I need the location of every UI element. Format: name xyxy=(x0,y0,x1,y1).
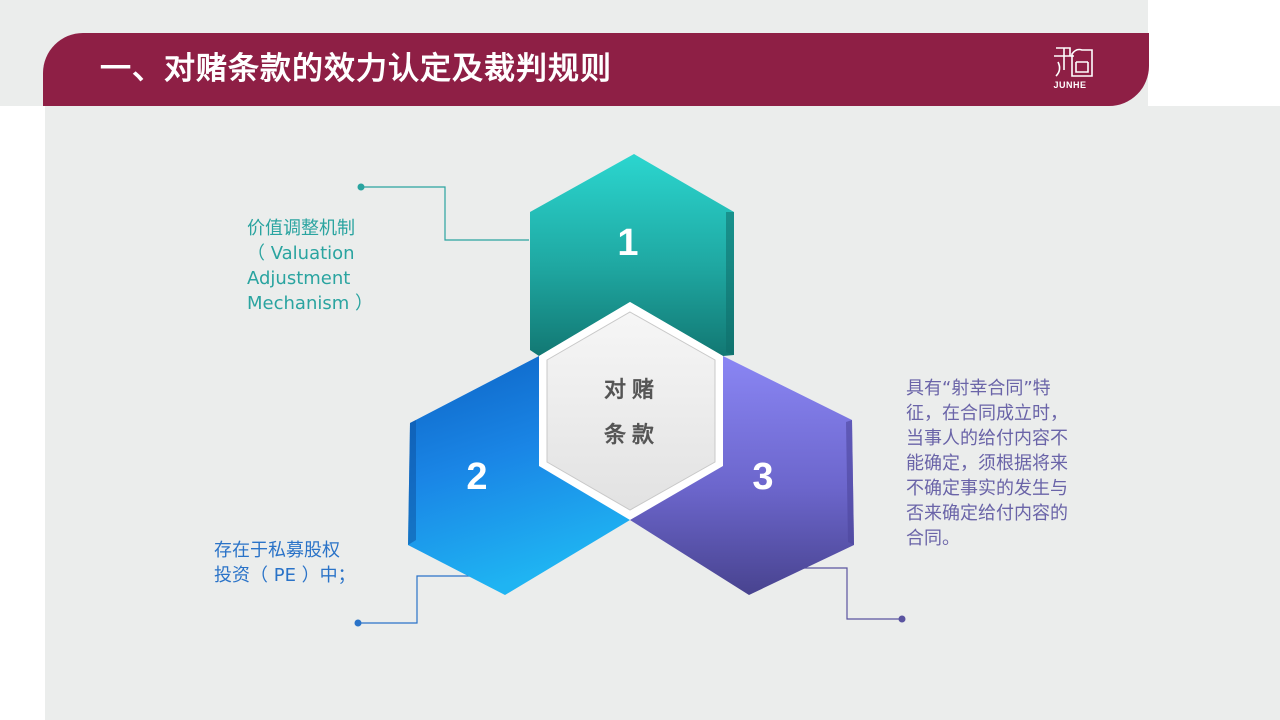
label-1: 价值调整机制 （ Valuation Adjustment Mechanism … xyxy=(247,216,397,316)
connector-2 xyxy=(354,575,478,627)
label-2-line: 存在于私募股权 xyxy=(214,540,340,561)
label-1-line: Mechanism ） xyxy=(247,293,373,314)
hexagon-1 xyxy=(530,154,734,356)
label-3-line: 否来确定给付内容的 xyxy=(906,503,1068,524)
hexagon-2 xyxy=(408,356,630,595)
label-3-line: 征，在合同成立时， xyxy=(906,403,1068,424)
top-right-corner xyxy=(1148,0,1280,106)
label-3-line: 不确定事实的发生与 xyxy=(906,478,1068,499)
label-3-line: 合同。 xyxy=(906,528,960,549)
hexagon-1-number: 1 xyxy=(617,222,639,264)
label-3-line: 能确定，须根据将来 xyxy=(906,453,1068,474)
label-3-line: 当事人的给付内容不 xyxy=(906,428,1068,449)
hexagon-2-number: 2 xyxy=(466,456,488,498)
logo-text: JUNHE xyxy=(1053,80,1087,90)
label-2-line: 投资（ PE ）中； xyxy=(214,565,356,586)
label-1-line: 价值调整机制 xyxy=(247,218,355,239)
title-banner xyxy=(43,33,1149,106)
label-3-line: 具有“射幸合同”特 xyxy=(906,378,1051,399)
center-label-line: 条款 xyxy=(603,423,660,448)
center-label-line: 对赌 xyxy=(603,378,660,403)
hexagon-3-number: 3 xyxy=(752,456,774,498)
page-title: 一、对赌条款的效力认定及裁判规则 xyxy=(100,51,612,87)
connector-3 xyxy=(795,567,906,623)
hexagon-3 xyxy=(630,356,854,595)
center-label: 对赌 条款 xyxy=(590,368,674,458)
label-1-line: Adjustment xyxy=(247,268,351,289)
left-margin xyxy=(0,106,45,720)
label-1-line: （ Valuation xyxy=(247,243,355,264)
junhe-logo-icon xyxy=(1054,47,1093,77)
label-2: 存在于私募股权 投资（ PE ）中； xyxy=(214,538,394,588)
label-3: 具有“射幸合同”特 征，在合同成立时， 当事人的给付内容不 能确定，须根据将来 … xyxy=(906,376,1106,551)
connector-1 xyxy=(357,183,529,241)
